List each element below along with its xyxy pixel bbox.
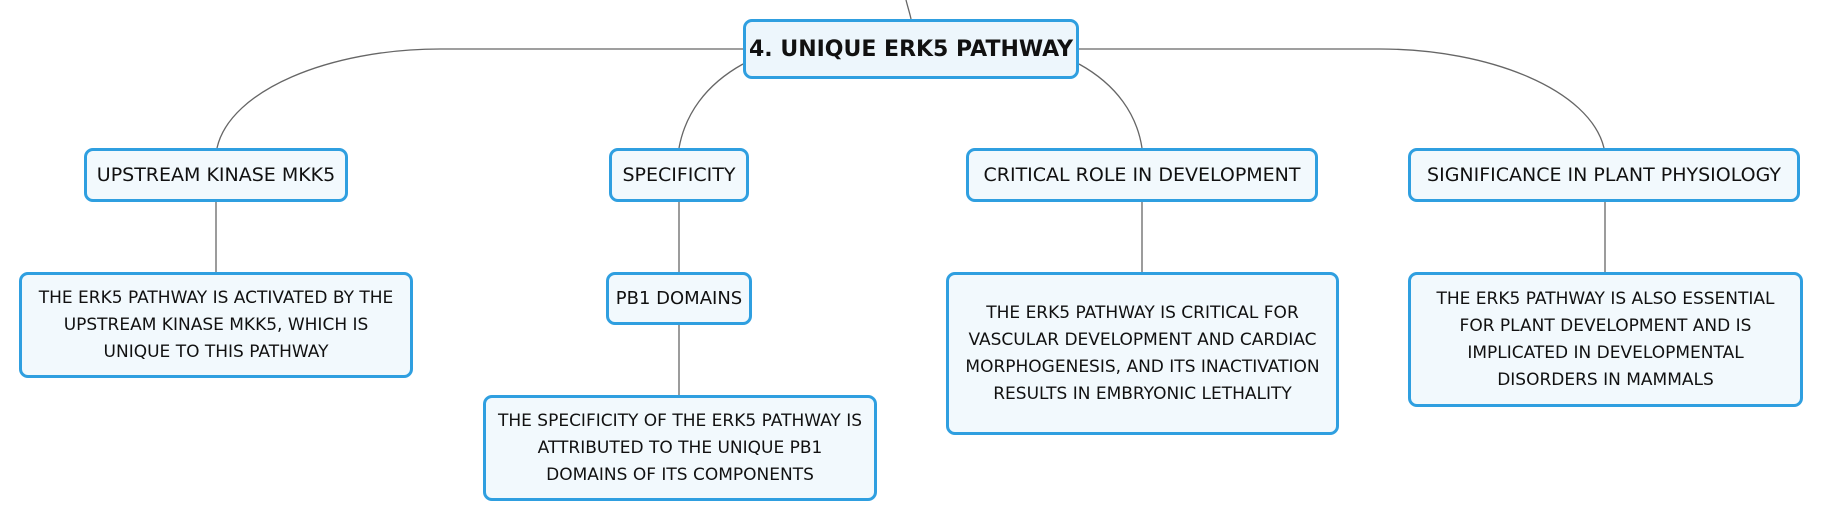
connector-root-critical — [1078, 63, 1143, 149]
detail-specificity[interactable]: THE SPECIFICITY OF THE ERK5 PATHWAY IS A… — [483, 395, 877, 501]
topic-upstream-kinase[interactable]: UPSTREAM KINASE MKK5 — [84, 148, 348, 202]
root-topic[interactable]: 4. UNIQUE ERK5 PATHWAY — [743, 19, 1079, 79]
detail-upstream-kinase[interactable]: THE ERK5 PATHWAY IS ACTIVATED BY THE UPS… — [19, 272, 413, 378]
connector-root-plant — [1079, 48, 1605, 149]
connector-root-upstream — [216, 48, 743, 149]
connector-parent-in — [905, 0, 912, 20]
topic-plant-physiology[interactable]: SIGNIFICANCE IN PLANT PHYSIOLOGY — [1408, 148, 1800, 202]
connector-root-specificity — [678, 63, 744, 149]
detail-plant-physiology[interactable]: THE ERK5 PATHWAY IS ALSO ESSENTIAL FOR P… — [1408, 272, 1803, 407]
subtopic-pb1-domains[interactable]: PB1 DOMAINS — [606, 272, 752, 325]
topic-critical-role[interactable]: CRITICAL ROLE IN DEVELOPMENT — [966, 148, 1318, 202]
detail-critical-role[interactable]: THE ERK5 PATHWAY IS CRITICAL FOR VASCULA… — [946, 272, 1339, 435]
topic-specificity[interactable]: SPECIFICITY — [609, 148, 749, 202]
